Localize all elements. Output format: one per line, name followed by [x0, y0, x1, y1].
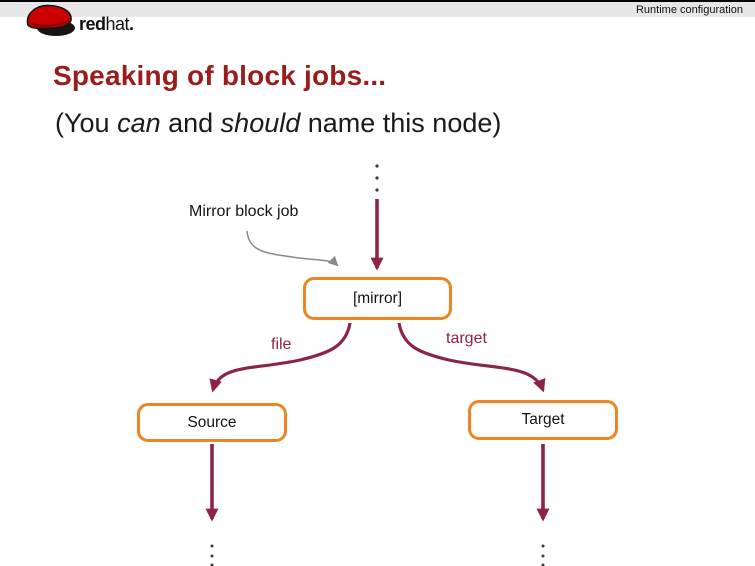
- edge-file-arrow: [209, 322, 352, 393]
- ellipsis-top-icon: [375, 164, 379, 192]
- edge-label-file: file: [271, 336, 292, 353]
- node-target-label: Target: [521, 411, 565, 428]
- annotation-connector-arrow: [246, 230, 339, 267]
- mirror-block-job-annotation: Mirror block job: [189, 203, 299, 220]
- node-mirror: [mirror]: [303, 277, 452, 320]
- edge-target-arrow: [397, 322, 546, 393]
- subtitle-prefix: (You: [55, 108, 118, 138]
- subtitle-italic-should: should: [220, 108, 301, 138]
- ellipsis-bottom-left-icon: [210, 544, 214, 566]
- wordmark-red: red: [79, 14, 106, 34]
- wordmark-period: .: [129, 14, 134, 34]
- node-source-label: Source: [187, 413, 237, 431]
- subtitle-mid: and: [160, 108, 221, 138]
- wordmark-hat: hat: [105, 14, 130, 34]
- header-bar: Runtime configuration: [0, 2, 755, 17]
- redhat-logo: redhat.: [23, 3, 134, 37]
- subtitle-italic-can: can: [117, 108, 161, 138]
- node-mirror-label: [mirror]: [352, 289, 403, 307]
- slide-subtitle: (You can and should name this node): [55, 108, 501, 139]
- node-target: Target: [468, 400, 618, 440]
- header-section-label: Runtime configuration: [635, 3, 743, 16]
- redhat-fedora-icon: [26, 4, 75, 36]
- slide-title: Speaking of block jobs...: [53, 60, 387, 91]
- ellipsis-bottom-right-icon: [541, 544, 545, 566]
- subtitle-suffix: name this node): [300, 108, 502, 138]
- redhat-wordmark: redhat.: [79, 14, 134, 35]
- edge-label-target: target: [446, 330, 487, 347]
- node-source: Source: [137, 403, 287, 442]
- top-border-line: [0, 0, 755, 2]
